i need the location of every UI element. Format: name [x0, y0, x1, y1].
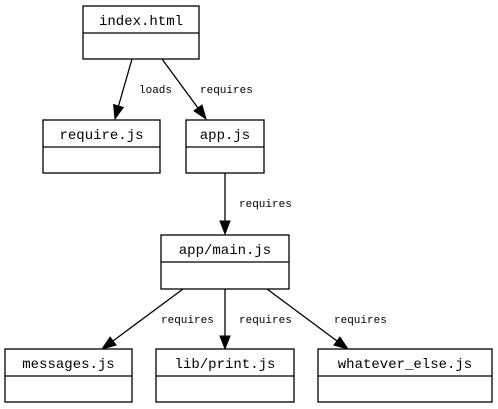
edge-index-to-require: loads [113, 58, 172, 121]
node-label: index.html [99, 14, 183, 30]
node-messages-js: messages.js [4, 348, 133, 403]
node-require-js: require.js [42, 119, 161, 174]
node-index-html: index.html [82, 5, 200, 60]
node-whatever-else-js: whatever_else.js [317, 348, 493, 403]
node-label: app.js [200, 128, 250, 144]
edge-label-loads: loads [139, 85, 172, 97]
node-app-js: app.js [185, 119, 265, 174]
node-lib-print-js: lib/print.js [155, 348, 295, 403]
edge-index-to-app: requires [161, 58, 253, 121]
edge-main-to-whatever: requires [266, 288, 387, 350]
edge-label-requires: requires [239, 315, 292, 327]
node-label: app/main.js [179, 243, 271, 259]
node-app-main-js: app/main.js [160, 234, 290, 290]
edge-main-to-messages: requires [100, 288, 214, 350]
node-label: messages.js [22, 357, 114, 373]
edge-label-requires: requires [239, 199, 292, 211]
edge-main-to-print: requires [219, 289, 292, 351]
edge-label-requires: requires [200, 85, 253, 97]
node-label: lib/print.js [175, 357, 276, 373]
edge-label-requires: requires [334, 315, 387, 327]
edge-app-to-main: requires [219, 173, 292, 236]
edge-label-requires: requires [161, 315, 214, 327]
node-label: whatever_else.js [338, 357, 472, 373]
node-label: require.js [59, 128, 143, 144]
